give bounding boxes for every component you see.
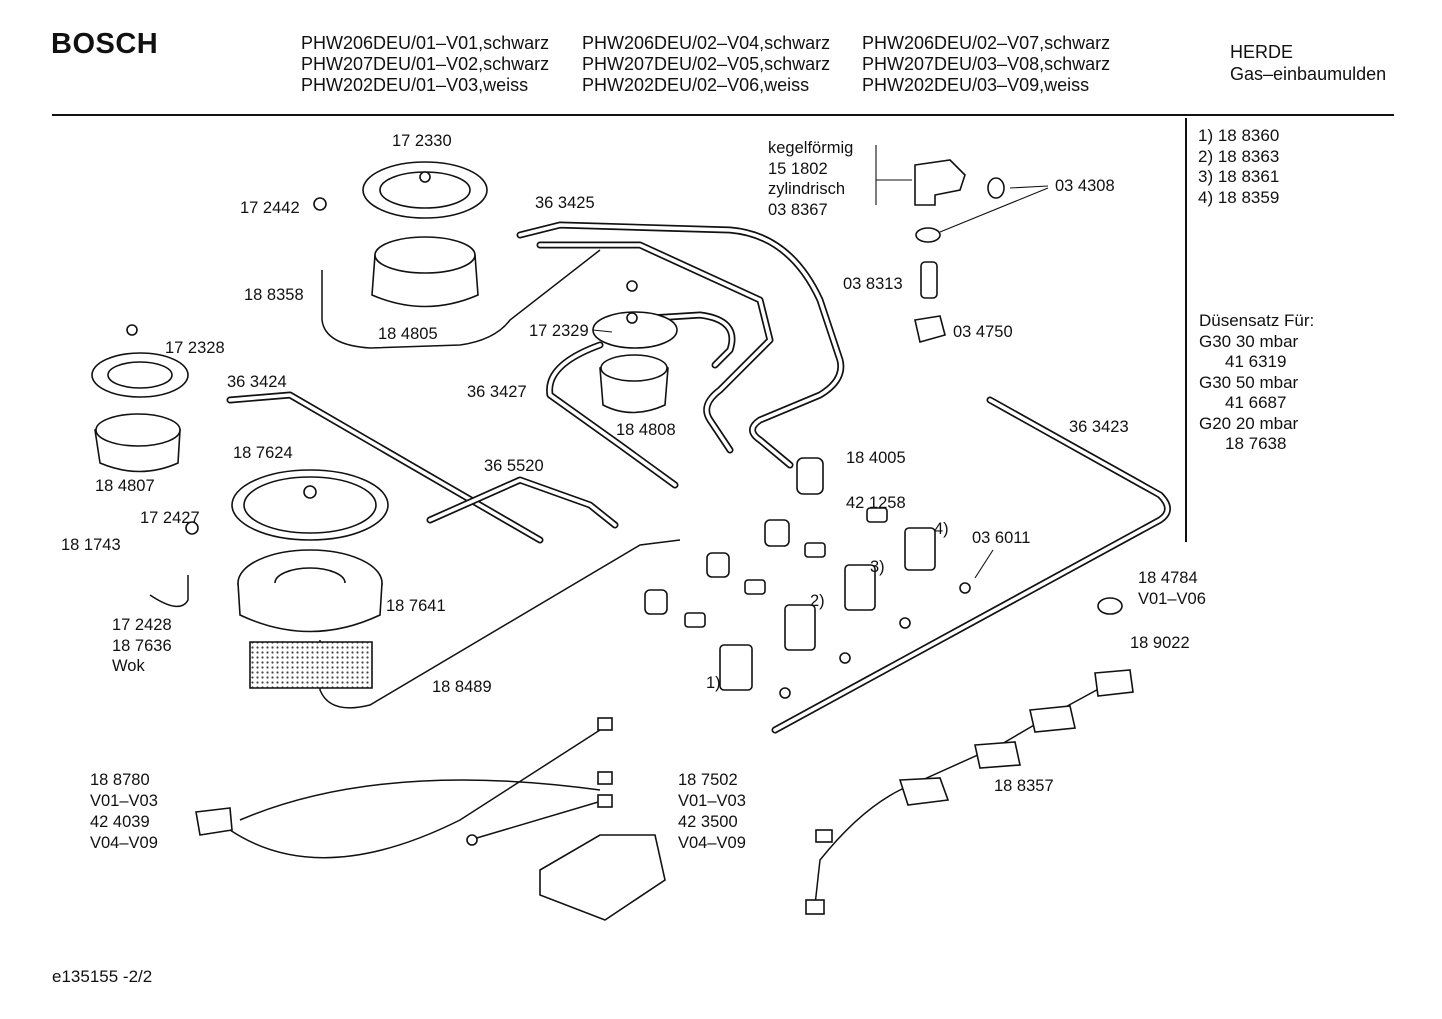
label-line: 18 8780 bbox=[90, 771, 150, 789]
label-184808: 18 4808 bbox=[616, 421, 676, 439]
label-valve-1: 1) bbox=[706, 674, 721, 692]
label-line: kegelförmig bbox=[768, 139, 854, 157]
label-421258: 42 1258 bbox=[846, 494, 906, 512]
label-363423: 36 3423 bbox=[1069, 418, 1129, 436]
label-188358: 18 8358 bbox=[244, 286, 304, 304]
label-line: zylindrisch bbox=[768, 180, 846, 198]
label-line: V04–V09 bbox=[90, 834, 158, 852]
label-mid-set: 18 7502 V01–V03 42 3500 V04–V09 bbox=[678, 770, 746, 854]
model-list-2: PHW206DEU/02–V04,schwarz PHW207DEU/02–V0… bbox=[582, 33, 830, 96]
label-363427: 36 3427 bbox=[467, 383, 527, 401]
brand-logo: BOSCH bbox=[51, 28, 159, 60]
label-valve-2: 2) bbox=[810, 592, 825, 610]
label-line: 17 2428 bbox=[112, 616, 172, 634]
nozzle-part: 41 6687 bbox=[1225, 393, 1287, 412]
label-184784: 18 4784 V01–V06 bbox=[1138, 568, 1206, 609]
label-038313: 03 8313 bbox=[843, 275, 903, 293]
label-187624: 18 7624 bbox=[233, 444, 293, 462]
nozzle-part: 41 6319 bbox=[1225, 352, 1287, 371]
label-363425: 36 3425 bbox=[535, 194, 595, 212]
label-kegel: kegelförmig 15 1802 zylindrisch 03 8367 bbox=[768, 138, 853, 220]
label-172330: 17 2330 bbox=[392, 132, 452, 150]
model-entry: PHW202DEU/01–V03,weiss bbox=[301, 75, 529, 95]
label-valve-4: 4) bbox=[934, 520, 949, 538]
nozzle-gas: G30 50 mbar bbox=[1199, 372, 1299, 392]
label-line: 18 4784 bbox=[1138, 569, 1198, 587]
model-list-3: PHW206DEU/02–V07,schwarz PHW207DEU/03–V0… bbox=[862, 33, 1110, 96]
ignition-harness bbox=[195, 669, 1134, 921]
label-172442: 17 2442 bbox=[240, 199, 300, 217]
category-title: HERDE Gas–einbaumulden bbox=[1230, 41, 1386, 85]
legend-item: 3) 18 8361 bbox=[1198, 167, 1280, 186]
label-189022: 18 9022 bbox=[1130, 634, 1190, 652]
leader-lines bbox=[592, 145, 1049, 579]
model-entry: PHW202DEU/03–V09,weiss bbox=[862, 75, 1090, 95]
header-divider bbox=[52, 114, 1394, 116]
label-034308: 03 4308 bbox=[1055, 177, 1115, 195]
label-172427: 17 2427 bbox=[140, 509, 200, 527]
label-left-set: 18 8780 V01–V03 42 4039 V04–V09 bbox=[90, 770, 158, 854]
category-line: HERDE bbox=[1230, 42, 1294, 62]
label-line: 18 7502 bbox=[678, 771, 738, 789]
model-entry: PHW202DEU/02–V06,weiss bbox=[582, 75, 810, 95]
burner-housings bbox=[94, 236, 669, 689]
model-list-1: PHW206DEU/01–V01,schwarz PHW207DEU/01–V0… bbox=[301, 33, 549, 96]
model-entry: PHW207DEU/03–V08,schwarz bbox=[862, 54, 1111, 74]
label-036011: 03 6011 bbox=[972, 529, 1031, 547]
drawing-id: e135155 -2/2 bbox=[52, 967, 153, 986]
label-184807: 18 4807 bbox=[95, 477, 155, 495]
model-entry: PHW206DEU/02–V04,schwarz bbox=[582, 33, 831, 53]
nozzle-set: Düsensatz Für: G30 30 mbar 41 6319 G30 5… bbox=[1199, 311, 1314, 455]
label-363424: 36 3424 bbox=[227, 373, 287, 391]
label-line: V01–V03 bbox=[90, 792, 158, 810]
burner-rings bbox=[91, 161, 678, 541]
label-184805: 18 4805 bbox=[378, 325, 438, 343]
legend-item: 2) 18 8363 bbox=[1198, 146, 1280, 166]
nozzle-gas: G30 30 mbar bbox=[1199, 331, 1299, 351]
label-034750: 03 4750 bbox=[953, 323, 1013, 341]
label-wok: 17 2428 18 7636 Wok bbox=[112, 615, 172, 677]
gas-pipes bbox=[226, 221, 1171, 734]
legend-item: 4) 18 8359 bbox=[1198, 187, 1280, 207]
label-365520: 36 5520 bbox=[484, 457, 544, 475]
label-line: 42 3500 bbox=[678, 813, 738, 831]
legend-item: 1) 18 8360 bbox=[1198, 126, 1280, 145]
label-184005: 18 4005 bbox=[846, 449, 906, 467]
label-188357: 18 8357 bbox=[994, 777, 1054, 795]
label-line: V01–V06 bbox=[1138, 589, 1206, 608]
nozzle-part: 18 7638 bbox=[1225, 434, 1287, 453]
fittings bbox=[185, 159, 1123, 615]
valve-legend: 1) 18 8360 2) 18 8363 3) 18 8361 4) 18 8… bbox=[1198, 126, 1279, 208]
model-entry: PHW207DEU/01–V02,schwarz bbox=[301, 54, 550, 74]
model-entry: PHW206DEU/01–V01,schwarz bbox=[301, 33, 550, 53]
nozzle-title: Düsensatz Für: bbox=[1199, 311, 1315, 330]
label-valve-3: 3) bbox=[870, 558, 885, 576]
legend-divider bbox=[1185, 118, 1187, 542]
label-line: 03 8367 bbox=[768, 200, 828, 219]
category-line: Gas–einbaumulden bbox=[1230, 64, 1387, 84]
nozzle-gas: G20 20 mbar bbox=[1199, 413, 1299, 433]
thermocouple-lines bbox=[149, 249, 681, 709]
label-line: 18 7636 bbox=[112, 636, 172, 655]
label-line: 15 1802 bbox=[768, 159, 828, 178]
label-172328: 17 2328 bbox=[165, 339, 225, 357]
label-181743: 18 1743 bbox=[61, 536, 121, 554]
valves bbox=[644, 457, 971, 699]
label-line: 42 4039 bbox=[90, 813, 150, 831]
model-entry: PHW207DEU/02–V05,schwarz bbox=[582, 54, 831, 74]
label-line: V01–V03 bbox=[678, 792, 746, 810]
label-188489: 18 8489 bbox=[432, 678, 492, 696]
label-line: Wok bbox=[112, 657, 145, 675]
label-line: V04–V09 bbox=[678, 834, 746, 852]
label-172329: 17 2329 bbox=[529, 322, 589, 340]
label-187641: 18 7641 bbox=[386, 597, 446, 615]
model-entry: PHW206DEU/02–V07,schwarz bbox=[862, 33, 1111, 53]
